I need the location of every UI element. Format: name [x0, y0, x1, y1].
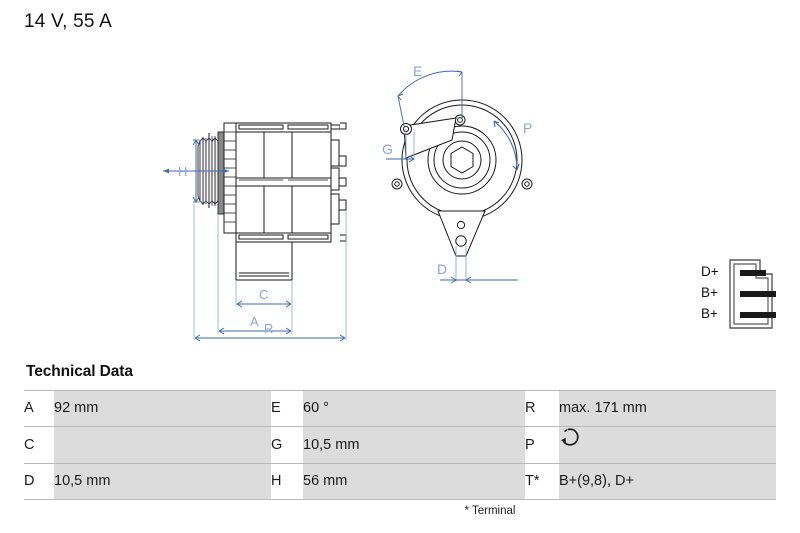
dimension-C: C	[235, 280, 293, 308]
drive-end-housing	[223, 122, 237, 234]
cell-value-d: 10,5 mm	[54, 463, 271, 500]
alternator-front-view	[391, 99, 533, 257]
table-row: C G 10,5 mm P	[24, 426, 776, 464]
dimension-label-E: E	[413, 63, 422, 79]
alternator-side-view	[197, 122, 347, 281]
technical-data-section: Technical Data A 92 mm E 60 ° R max. 171…	[24, 363, 776, 517]
cell-key-p: P	[525, 426, 559, 464]
dimension-H: H	[163, 139, 229, 203]
cell-key-e: E	[271, 390, 303, 427]
cell-value-a: 92 mm	[54, 390, 271, 427]
cell-key-d: D	[24, 463, 54, 500]
dimension-R: R	[193, 204, 347, 342]
dimension-A: A	[217, 214, 293, 335]
terminal-blade-bplus-1	[740, 291, 776, 297]
terminal-blade-bplus-2	[740, 312, 776, 318]
page-title: 14 V, 55 A	[24, 11, 112, 32]
top-mounting-lug	[454, 114, 466, 126]
cell-key-r: R	[525, 390, 559, 427]
cell-key-h: H	[271, 463, 303, 500]
dimension-label-A: A	[250, 314, 259, 329]
cell-value-r: max. 171 mm	[559, 390, 776, 427]
dimension-label-P: P	[523, 120, 532, 136]
alternator-body	[235, 122, 347, 281]
dimension-label-R: R	[264, 321, 273, 336]
cell-value-c	[54, 426, 271, 464]
dimension-E: E	[397, 63, 463, 127]
dimension-label-G: G	[382, 141, 393, 157]
cell-value-p	[559, 426, 776, 464]
technical-drawing-svg: H C A R	[163, 63, 776, 342]
terminal-label-bplus-2: B+	[701, 306, 718, 321]
terminal-connector-diagram: D+ B+ B+	[701, 259, 776, 329]
dimension-label-H: H	[178, 164, 187, 179]
cell-key-c: C	[24, 426, 54, 464]
dimension-G: G	[382, 129, 415, 163]
technical-data-heading: Technical Data	[26, 363, 133, 380]
table-row: D 10,5 mm H 56 mm T* B+(9,8), D+	[24, 463, 776, 500]
cell-value-e: 60 °	[303, 390, 525, 427]
dimension-label-D: D	[437, 261, 447, 277]
bottom-mounting-foot	[437, 210, 486, 257]
cell-key-t: T*	[525, 463, 559, 500]
dimension-label-C: C	[259, 287, 268, 302]
technical-drawing: H C A R	[0, 28, 800, 358]
dimension-P: P	[493, 120, 532, 171]
technical-data-footnote: * Terminal	[464, 505, 516, 517]
left-mounting-arm	[400, 117, 457, 159]
table-row: A 92 mm E 60 ° R max. 171 mm	[24, 390, 776, 427]
cell-key-a: A	[24, 390, 54, 427]
technical-data-table: A 92 mm E 60 ° R max. 171 mm C G 10,5 mm…	[24, 390, 776, 500]
cell-value-h: 56 mm	[303, 463, 525, 500]
cell-key-g: G	[271, 426, 303, 464]
dimension-D: D	[437, 246, 518, 284]
terminal-label-dplus: D+	[701, 264, 719, 279]
cell-value-t: B+(9,8), D+	[559, 463, 776, 500]
terminal-blade-dplus	[740, 270, 766, 276]
cell-value-g: 10,5 mm	[303, 426, 525, 464]
counterclockwise-rotation-icon	[559, 428, 581, 463]
terminal-label-bplus-1: B+	[701, 285, 718, 300]
